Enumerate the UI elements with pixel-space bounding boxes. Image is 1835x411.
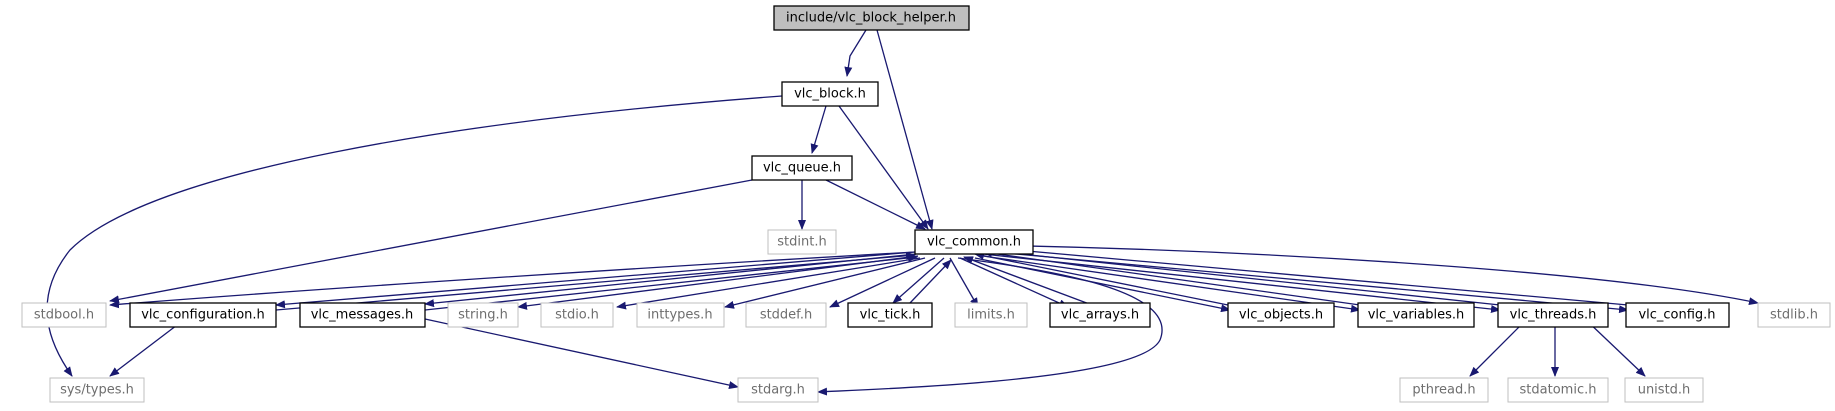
node-label: vlc_queue.h [763, 161, 841, 176]
edge-vlc_common-vlc_threads [982, 253, 1501, 314]
node-vlc-threads[interactable]: vlc_threads.h [1497, 302, 1609, 328]
edge-vlc_block-sys_types [46, 95, 783, 377]
dependency-edges [46, 29, 1759, 396]
edge-vlc_common-stdarg [817, 257, 1163, 396]
edge-vlc_common-vlc_tick [892, 257, 945, 304]
edge-vlc_threads-unistd [1584, 318, 1646, 377]
edge-vlc_common-stdio [616, 257, 921, 310]
node-stdatomic: stdatomic.h [1507, 377, 1609, 403]
node-label: vlc_config.h [1638, 308, 1715, 323]
edge-vlc_common-limits [949, 257, 979, 308]
node-vlc-variables[interactable]: vlc_variables.h [1357, 302, 1475, 328]
node-vlc-arrays[interactable]: vlc_arrays.h [1049, 302, 1151, 328]
node-label: stdio.h [555, 308, 599, 323]
node-vlc-config[interactable]: vlc_config.h [1625, 302, 1730, 328]
node-label: vlc_objects.h [1239, 308, 1323, 323]
node-label: stdlib.h [1770, 308, 1818, 323]
node-stdarg: stdarg.h [737, 377, 819, 403]
node-vlc-configuration[interactable]: vlc_configuration.h [129, 302, 277, 328]
edge-vlc_tick-vlc_common [909, 259, 952, 304]
edge-vlc_arrays-vlc_common [963, 256, 1093, 306]
edge-vlc_block-vlc_common [838, 105, 929, 230]
edge-vlc_config-vlc_common [982, 243, 1629, 306]
edge-vlc_messages-vlc_common [424, 253, 918, 311]
edge-vlc_common-vlc_arrays [959, 257, 1069, 308]
edge-vlc_common-stdlib [982, 244, 1759, 306]
edge-vlc_common-vlc_configuration [275, 251, 916, 309]
node-vlc-messages[interactable]: vlc_messages.h [299, 302, 426, 328]
node-label: vlc_messages.h [311, 308, 414, 323]
edge-vlc_objects-vlc_common [974, 251, 1229, 306]
node-vlc-tick[interactable]: vlc_tick.h [847, 302, 933, 328]
edge-vlc_threads-pthread [1469, 318, 1528, 377]
edge-vlc_common-vlc_config [982, 250, 1629, 314]
edge-root-vlc_block [844, 29, 867, 77]
node-limits: limits.h [954, 302, 1028, 328]
edge-vlc_configuration-sys_types [109, 318, 186, 377]
edge-vlc_common-stddef [829, 257, 936, 308]
node-label: vlc_configuration.h [141, 308, 265, 323]
edge-vlc_queue-vlc_common [825, 179, 926, 230]
node-label: vlc_tick.h [860, 308, 921, 323]
edge-vlc_queue-stdbool [109, 179, 753, 304]
header-file-nodes: include/vlc_block_helper.h vlc_block.h v… [21, 5, 1831, 403]
node-label: inttypes.h [647, 308, 712, 323]
node-label: vlc_arrays.h [1061, 308, 1139, 323]
node-label: stdatomic.h [1520, 383, 1597, 398]
edge-root-vlc_common [876, 29, 934, 230]
edge-vlc_common-string [517, 255, 919, 310]
node-stdbool: stdbool.h [21, 302, 107, 328]
edge-vlc_messages-stdarg [424, 318, 739, 389]
node-vlc-objects[interactable]: vlc_objects.h [1227, 302, 1335, 328]
node-vlc-queue[interactable]: vlc_queue.h [751, 155, 853, 181]
node-label: sys/types.h [60, 383, 134, 398]
node-label: unistd.h [1638, 383, 1691, 398]
node-label: stdint.h [777, 235, 826, 250]
node-vlc-common[interactable]: vlc_common.h [914, 229, 1034, 255]
edge-vlc_configuration-vlc_common [275, 251, 916, 311]
node-label: stddef.h [760, 308, 812, 323]
node-label: limits.h [967, 308, 1015, 323]
node-label: vlc_block.h [794, 87, 866, 102]
node-stdio: stdio.h [540, 302, 614, 328]
node-label: string.h [458, 308, 508, 323]
node-vlc-block-helper: include/vlc_block_helper.h [773, 5, 970, 31]
edge-vlc_common-inttypes [724, 257, 926, 309]
node-pthread: pthread.h [1399, 377, 1489, 403]
node-label: include/vlc_block_helper.h [786, 11, 956, 26]
node-stdlib: stdlib.h [1757, 302, 1831, 328]
edge-vlc_common-vlc_messages [424, 253, 917, 308]
edge-vlc_common-vlc_variables [982, 255, 1361, 313]
node-sys-types: sys/types.h [49, 377, 145, 403]
node-label: vlc_threads.h [1510, 308, 1597, 323]
node-label: vlc_variables.h [1368, 308, 1465, 323]
node-label: stdarg.h [751, 383, 805, 398]
node-inttypes: inttypes.h [636, 302, 725, 328]
node-label: stdbool.h [34, 308, 94, 323]
node-label: pthread.h [1412, 383, 1475, 398]
node-stddef: stddef.h [745, 302, 827, 328]
node-vlc-block[interactable]: vlc_block.h [781, 81, 879, 107]
node-label: vlc_common.h [927, 235, 1021, 250]
node-string: string.h [447, 302, 519, 328]
edge-vlc_block-vlc_queue [810, 105, 827, 154]
node-unistd: unistd.h [1624, 377, 1704, 403]
node-stdint: stdint.h [767, 229, 837, 255]
edge-vlc_common-stdbool [109, 251, 916, 309]
